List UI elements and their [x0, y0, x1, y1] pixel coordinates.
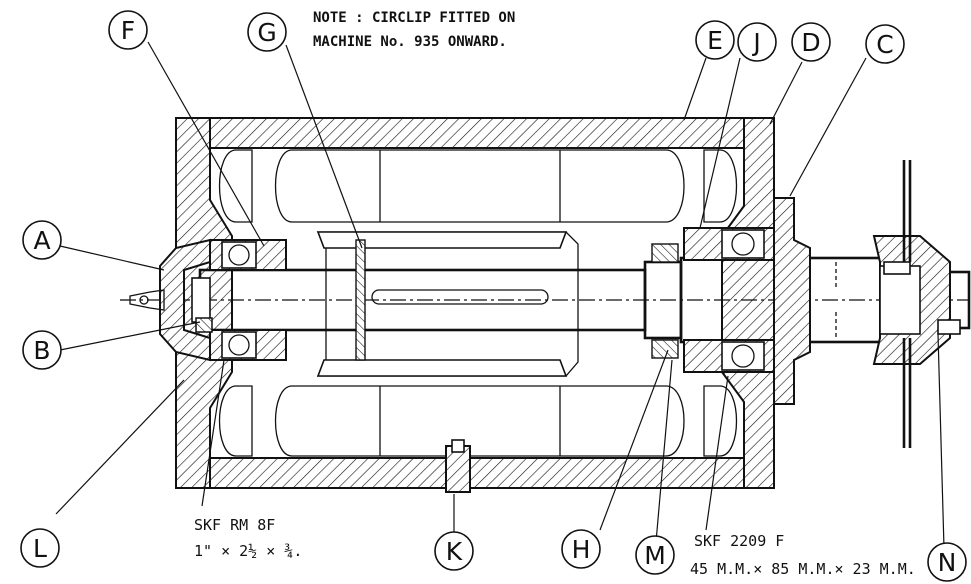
- callout-M: M: [635, 535, 675, 575]
- note-line-1: NOTE : CIRCLIP FITTED ON: [313, 10, 515, 26]
- rotor: [316, 231, 579, 377]
- callout-F: F: [108, 10, 148, 50]
- callout-label-D: D: [801, 28, 820, 57]
- drain-plug: [445, 439, 471, 493]
- callout-label-M: M: [644, 541, 666, 570]
- callout-label-E: E: [707, 26, 723, 55]
- callout-A: A: [22, 220, 62, 260]
- note-line-2: MACHINE No. 935 ONWARD.: [313, 34, 507, 50]
- callout-N: N: [927, 542, 967, 582]
- leader-lines: [55, 41, 945, 549]
- left-bearing: [195, 239, 287, 361]
- motor-housing: [175, 117, 775, 489]
- circlip: [355, 239, 366, 361]
- callout-J: J: [737, 22, 777, 62]
- callout-label-H: H: [572, 535, 591, 564]
- callout-E: E: [695, 20, 735, 60]
- callout-L: L: [20, 528, 60, 568]
- left-bearing-size: 1" × 2½ × ¾.: [194, 542, 302, 560]
- callout-label-B: B: [33, 336, 50, 365]
- callout-C: C: [865, 24, 905, 64]
- callout-H: H: [561, 529, 601, 569]
- pulley: [872, 160, 961, 448]
- callout-D: D: [791, 22, 831, 62]
- left-end-cap: [129, 238, 211, 362]
- right-bearing-size: 45 M.M.× 85 M.M.× 23 M.M.: [690, 560, 916, 578]
- callout-K: K: [434, 531, 474, 571]
- stator-windings: [218, 149, 738, 457]
- callout-label-A: A: [33, 226, 50, 255]
- callout-G: G: [247, 12, 287, 52]
- callout-label-L: L: [33, 534, 47, 563]
- right-bearing-name: SKF 2209 F: [694, 532, 784, 550]
- callout-label-G: G: [257, 18, 276, 47]
- callout-label-F: F: [121, 16, 135, 45]
- callout-label-K: K: [446, 537, 463, 566]
- callout-label-J: J: [751, 28, 760, 57]
- callout-B: B: [22, 330, 62, 370]
- callout-label-N: N: [938, 548, 957, 577]
- left-bearing-name: SKF RM 8F: [194, 516, 275, 534]
- callout-label-C: C: [876, 30, 893, 59]
